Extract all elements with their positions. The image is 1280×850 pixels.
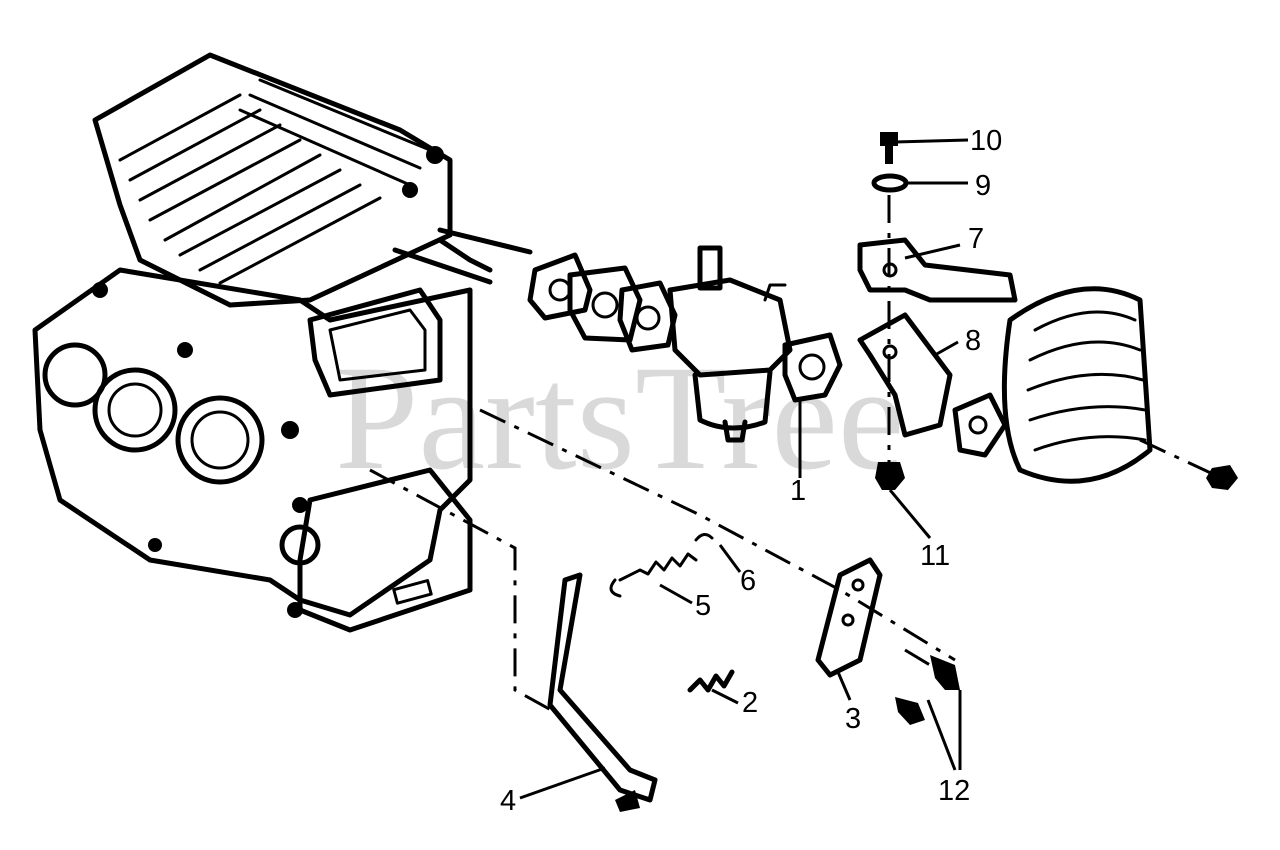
- lever-4: [547, 572, 658, 803]
- spring-5: [609, 552, 698, 598]
- screw-10: [880, 132, 898, 164]
- callout-9: 9: [975, 170, 991, 202]
- linkage-axis: [479, 408, 956, 662]
- air-cleaner: [952, 286, 1238, 490]
- callout-8: 8: [965, 325, 981, 357]
- engine-block: [32, 52, 533, 633]
- spring-2: [687, 669, 735, 693]
- rod-axis: [369, 468, 561, 717]
- callout-12: 12: [938, 775, 970, 807]
- callout-10: 10: [970, 125, 1002, 157]
- watermark: PartsTree: [335, 335, 904, 501]
- callout-2: 2: [742, 687, 758, 719]
- callout-3: 3: [845, 703, 861, 735]
- carburetor: [667, 245, 843, 443]
- washer-9: [871, 173, 909, 193]
- callout-6: 6: [740, 565, 756, 597]
- screw-12a: [930, 655, 960, 690]
- callout-11: 11: [920, 540, 950, 572]
- nut-11: [875, 462, 905, 490]
- callout-4: 4: [500, 785, 516, 817]
- callout-5: 5: [695, 590, 711, 622]
- intake-gaskets: [527, 252, 678, 353]
- screw-12b: [895, 697, 925, 725]
- plate-3: [815, 557, 883, 678]
- callout-1: 1: [790, 475, 806, 507]
- spring-6: [694, 533, 714, 542]
- callout-7: 7: [968, 223, 984, 255]
